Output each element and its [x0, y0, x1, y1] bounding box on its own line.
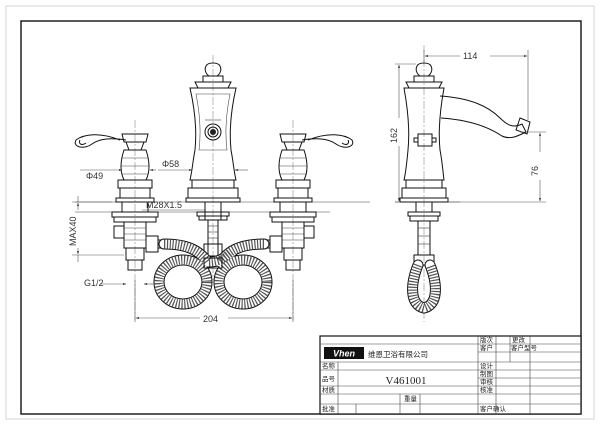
model-code: V461001 [386, 375, 427, 387]
dim-thread: M28X1.5 [142, 200, 206, 211]
tb-label-part-no: 品号 [322, 375, 336, 383]
tb-label-name: 名称 [322, 361, 336, 370]
dim-g12-label: G1/2 [84, 278, 104, 288]
tb-label-customer-confirm: 客户确认 [480, 404, 507, 413]
spout-body [185, 62, 241, 265]
tb-label-material: 材质 [322, 385, 336, 394]
dim-phi58: Φ58 [158, 159, 248, 172]
tb-label-customer: 客户 [480, 343, 493, 352]
dim-phi49: Φ49 [80, 168, 156, 181]
dim-g12: G1/2 [84, 278, 160, 288]
company-name: 维恩卫浴有限公司 [368, 349, 428, 359]
tb-label-revision: 更改 [512, 335, 526, 344]
dim-76: 76 [448, 131, 546, 203]
dim-162-label: 162 [389, 128, 399, 143]
left-handle [74, 133, 165, 271]
dim-max40: MAX40 [68, 196, 124, 262]
tb-label-version: 版次 [480, 335, 494, 344]
company-logo-text: Vhen [333, 349, 356, 359]
tb-label-drafting: 制图 [480, 369, 493, 378]
connecting-hoses [153, 238, 273, 310]
dim-thread-label: M28X1.5 [146, 200, 182, 210]
title-block: Vhen 维恩卫浴有限公司 V461001 名称 品号 材质 批准 重量 版次 … [319, 335, 582, 415]
outer-border [5, 5, 595, 420]
dim-204-label: 204 [203, 314, 218, 324]
drawing-frame [20, 20, 582, 415]
dim-162: 162 [389, 63, 416, 203]
tb-label-design: 设计 [480, 361, 494, 370]
dim-204: 204 [134, 280, 294, 324]
dim-phi58-label: Φ58 [162, 159, 179, 169]
dim-114: 114 [423, 50, 529, 120]
tb-label-weight: 重量 [404, 395, 418, 403]
tb-label-approve: 核准 [480, 385, 494, 394]
tb-label-ratify: 批准 [322, 404, 336, 413]
tb-label-customer-model: 客户型号 [511, 343, 538, 352]
dim-max40-label: MAX40 [68, 216, 78, 246]
dim-phi49-label: Φ49 [86, 171, 103, 181]
company-logo [324, 347, 364, 359]
right-handle [263, 133, 354, 271]
tb-label-review: 审核 [480, 377, 494, 386]
front-view: Φ49 Φ58 M28X1.5 MAX40 G1/2 [68, 55, 370, 324]
dim-76-label: 76 [530, 166, 540, 176]
dim-114-label: 114 [463, 51, 477, 61]
side-view: 114 162 76 [389, 45, 546, 322]
